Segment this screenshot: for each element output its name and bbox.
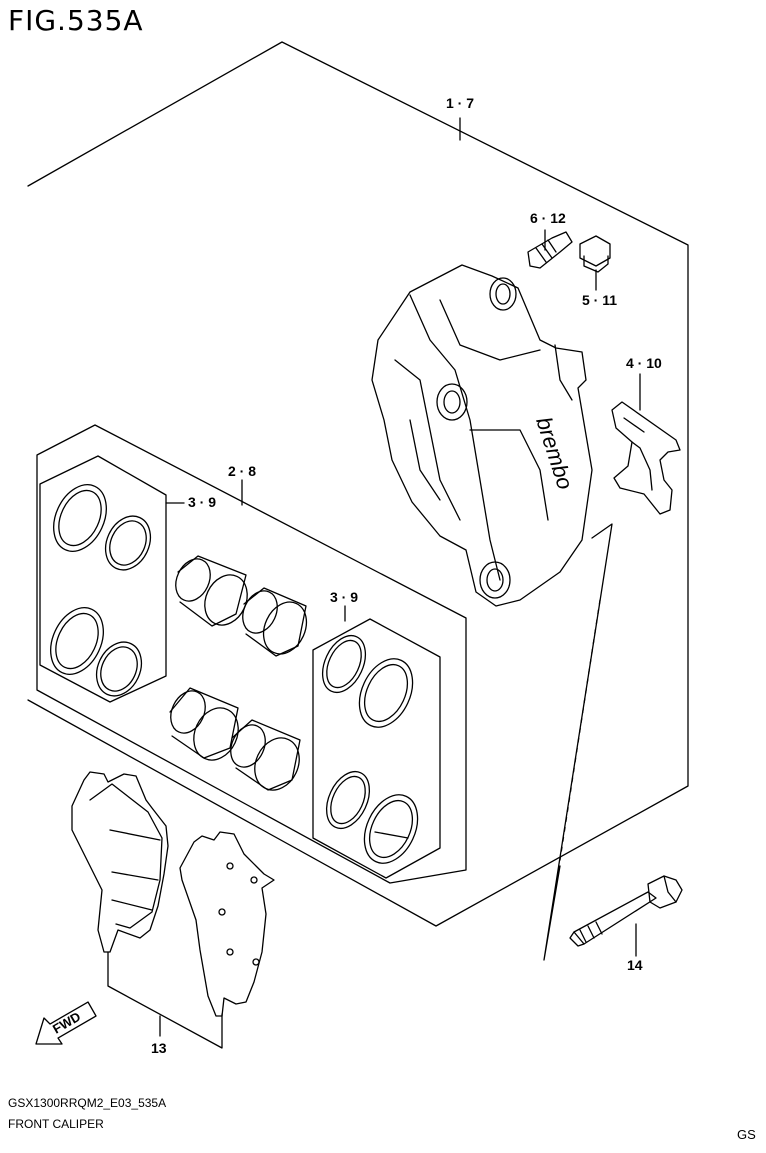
mount-bolt-hole-top bbox=[436, 383, 468, 421]
right-seal-4-inner bbox=[368, 799, 414, 859]
callout-14: 14 bbox=[627, 957, 643, 973]
brake-pad-left bbox=[71, 771, 169, 953]
piston-2 bbox=[242, 587, 308, 657]
footer-figure-name: FRONT CALIPER bbox=[8, 1117, 104, 1131]
footer-figure-code: GSX1300RRQM2_E03_535A bbox=[8, 1096, 167, 1110]
right-seal-1-inner bbox=[326, 639, 362, 689]
right-seal-3-inner bbox=[330, 775, 366, 825]
callout-2-8: 2 · 8 bbox=[228, 463, 257, 479]
callout-1-7: 1 · 7 bbox=[446, 95, 475, 111]
callout-4-10: 4 · 10 bbox=[626, 355, 662, 371]
callout-13: 13 bbox=[151, 1040, 167, 1056]
fwd-arrow-icon: FWD bbox=[35, 1001, 97, 1045]
caliper-assembly-outline bbox=[27, 41, 689, 927]
dust-seal-small-inner bbox=[109, 520, 147, 566]
pad-spring bbox=[611, 401, 681, 515]
caliper-body: brembo bbox=[371, 264, 593, 607]
right-seal-4 bbox=[363, 794, 419, 864]
piston-seal-large-2 bbox=[50, 607, 104, 675]
bolt-guide-dash bbox=[559, 599, 601, 861]
callout-6-12: 6 · 12 bbox=[530, 210, 566, 226]
right-seal-2 bbox=[358, 658, 414, 728]
brake-pad-right bbox=[179, 831, 275, 1017]
caliper-brand-text: brembo bbox=[531, 414, 578, 493]
callout-5-11: 5 · 11 bbox=[582, 292, 618, 308]
right-seal-2-inner bbox=[363, 663, 409, 723]
mounting-bolt bbox=[569, 875, 683, 947]
leader-13 bbox=[107, 951, 223, 1049]
piston-3 bbox=[169, 687, 239, 761]
piston-4 bbox=[230, 719, 301, 791]
piston-seal-large bbox=[53, 484, 107, 552]
bleeder-cap bbox=[579, 235, 611, 273]
callout-3-9-right: 3 · 9 bbox=[330, 589, 359, 605]
dust-seal-small bbox=[104, 515, 152, 571]
dust-seal-small-2 bbox=[95, 641, 143, 697]
piston-seal-large-inner bbox=[58, 489, 102, 547]
right-seal-1 bbox=[321, 634, 367, 694]
seal-kit-outline-right bbox=[312, 618, 441, 879]
corner-code: GS bbox=[737, 1127, 756, 1142]
right-seal-3 bbox=[325, 770, 371, 830]
seal-kit-outline-left bbox=[39, 455, 167, 703]
bleeder-valve bbox=[527, 231, 573, 269]
piston-1 bbox=[175, 555, 248, 627]
callout-3-9-left: 3 · 9 bbox=[188, 494, 217, 510]
piston-seal-large-2-inner bbox=[55, 612, 99, 670]
mount-bolt-hole-bottom bbox=[479, 561, 511, 599]
piston-kit-outline bbox=[36, 424, 467, 884]
mount-bolt-hole-top-2 bbox=[489, 277, 517, 311]
seal-hatch bbox=[374, 831, 409, 839]
dust-seal-small-2-inner bbox=[100, 646, 138, 692]
figure-title: FIG.535A bbox=[8, 4, 144, 37]
